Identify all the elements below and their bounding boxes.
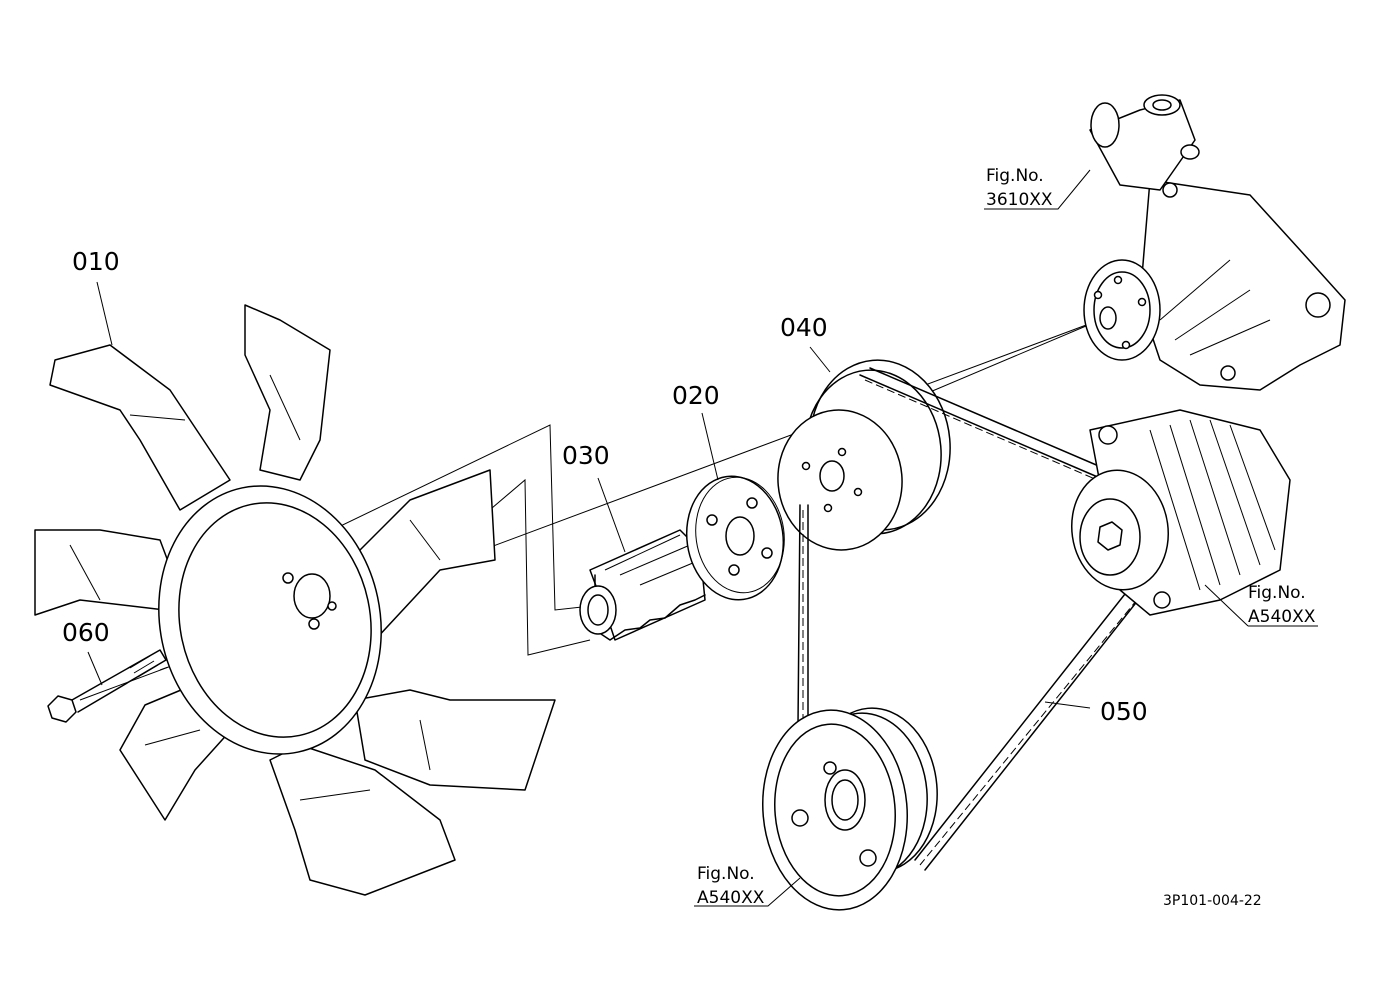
cooling-fan-010[interactable] <box>34 304 556 896</box>
label-060[interactable]: 060 <box>62 618 110 647</box>
crank-pulley-ref-code[interactable]: A540XX <box>697 888 765 908</box>
water-pump-ref-code[interactable]: 3610XX <box>986 190 1053 210</box>
alternator <box>1070 409 1291 616</box>
spacer-plate-020[interactable] <box>679 470 792 606</box>
label-050[interactable]: 050 <box>1100 697 1148 726</box>
bolt-060[interactable] <box>47 649 167 723</box>
alternator-ref-title: Fig.No. <box>1248 583 1306 603</box>
leader-lines <box>87 169 1318 907</box>
v-belt-050[interactable] <box>797 367 1151 871</box>
label-040[interactable]: 040 <box>780 313 828 342</box>
alternator-ref-code[interactable]: A540XX <box>1248 607 1316 627</box>
drawing-code: 3P101-004-22 <box>1163 893 1262 909</box>
label-020[interactable]: 020 <box>672 381 720 410</box>
part-number-labels: 010 020 030 040 050 060 <box>62 247 1148 726</box>
crankshaft-pulley <box>761 707 938 911</box>
fan-pulley-040[interactable] <box>772 354 957 555</box>
figure-references: Fig.No. 3610XX Fig.No. A540XX Fig.No. A5… <box>697 166 1316 908</box>
crank-pulley-ref-title: Fig.No. <box>697 864 755 884</box>
label-030[interactable]: 030 <box>562 441 610 470</box>
water-pump <box>1083 94 1346 391</box>
fan-spacer-030[interactable] <box>579 529 706 641</box>
label-010[interactable]: 010 <box>72 247 120 276</box>
water-pump-ref-title: Fig.No. <box>986 166 1044 186</box>
